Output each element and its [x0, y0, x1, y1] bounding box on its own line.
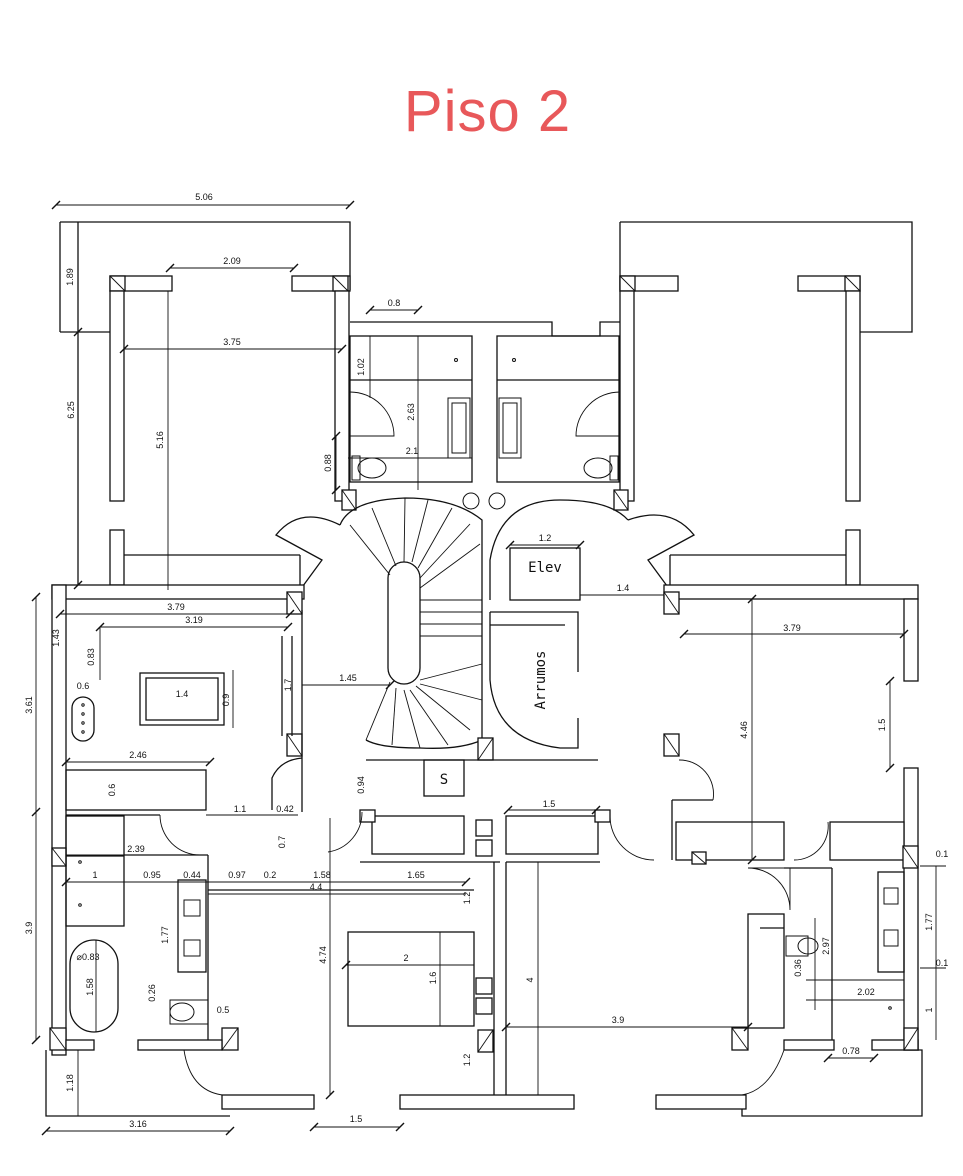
dim-1-b: 1 [924, 1007, 934, 1012]
dim-1.89: 1.89 [65, 268, 75, 286]
dim-0.83: 0.83 [86, 648, 96, 666]
dim-1.45: 1.45 [339, 673, 357, 683]
top-right-room [619, 221, 913, 590]
central-lower [301, 610, 655, 863]
dim-0.6-a: 0.6 [77, 681, 90, 691]
dim-0.5: 0.5 [217, 1005, 230, 1015]
dim-1.2-c: 1.2 [462, 1054, 472, 1067]
dim-0.2: 0.2 [264, 870, 277, 880]
dim-4.4: 4.4 [310, 882, 323, 892]
dim-1.5-right: 1.5 [877, 719, 887, 732]
dim-3.61: 3.61 [24, 696, 34, 714]
dim-1.1: 1.1 [234, 804, 247, 814]
left-middle-room [51, 584, 305, 1056]
dim-3.79-right: 3.79 [783, 623, 801, 633]
dimension-labels: 5.06 1.89 2.09 3.75 6.25 5.16 0.8 1.02 2… [24, 192, 948, 1129]
dim-0.95: 0.95 [143, 870, 161, 880]
dim-1.6: 1.6 [428, 972, 438, 985]
dim-5.16: 5.16 [155, 431, 165, 449]
dim-1.58: 1.58 [313, 870, 331, 880]
dim-1.7: 1.7 [283, 679, 293, 692]
dim-3.75: 3.75 [223, 337, 241, 347]
dim-0.9: 0.9 [221, 694, 231, 707]
dim-1.2-b: 1.2 [462, 892, 472, 905]
dim-2.02: 2.02 [857, 987, 875, 997]
dim-3.9-mid: 3.9 [612, 1015, 625, 1025]
dimension-lines [31, 200, 946, 1136]
dim-1.4-top: 1.4 [617, 583, 630, 593]
staircase [339, 497, 494, 761]
right-middle-room [663, 584, 919, 1051]
dim-1.2-elevator: 1.2 [539, 533, 552, 543]
shaft-label: S [440, 772, 448, 788]
dim-1.4-table: 1.4 [176, 689, 189, 699]
dim-diameter-0.83: ⌀0.83 [77, 952, 100, 962]
storage-label: Arrumos [533, 650, 549, 709]
dim-1.77-left: 1.77 [160, 926, 170, 944]
top-left-room [59, 221, 351, 590]
dim-2.46: 2.46 [129, 750, 147, 760]
dim-6.25: 6.25 [66, 401, 76, 419]
dim-0.94: 0.94 [356, 776, 366, 794]
top-bathrooms [341, 321, 629, 511]
dim-0.7: 0.7 [277, 836, 287, 849]
dim-1.43: 1.43 [51, 629, 61, 647]
dim-0.88: 0.88 [323, 454, 333, 472]
bottom-middle-bedroom [183, 862, 575, 1110]
lobby-curves [275, 514, 695, 591]
dim-1.02: 1.02 [356, 358, 366, 376]
dim-0.1-b: 0.1 [936, 958, 949, 968]
dim-2.09: 2.09 [223, 256, 241, 266]
dim-2: 2 [403, 953, 408, 963]
dim-0.8: 0.8 [388, 298, 401, 308]
dim-5.06: 5.06 [195, 192, 213, 202]
dim-4.46: 4.46 [739, 721, 749, 739]
dim-0.36: 0.36 [793, 959, 803, 977]
dim-0.6-b: 0.6 [107, 784, 117, 797]
dim-1.77-right: 1.77 [924, 913, 934, 931]
dim-1.18: 1.18 [65, 1074, 75, 1092]
dim-1.58-tub: 1.58 [85, 978, 95, 996]
dim-0.97: 0.97 [228, 870, 246, 880]
dim-0.1-a: 0.1 [936, 849, 949, 859]
elevator-label: Elev [528, 560, 562, 576]
dim-4.74: 4.74 [318, 946, 328, 964]
bottom-right-bedroom [45, 867, 923, 1117]
plan-title: Piso 2 [403, 79, 572, 144]
dim-1-a: 1 [92, 870, 97, 880]
dim-2.39: 2.39 [127, 844, 145, 854]
dim-3.19: 3.19 [185, 615, 203, 625]
dim-1.65: 1.65 [407, 870, 425, 880]
dim-0.26: 0.26 [147, 984, 157, 1002]
dim-1.5-mid: 1.5 [543, 799, 556, 809]
dim-0.78: 0.78 [842, 1046, 860, 1056]
dim-3.9-left: 3.9 [24, 922, 34, 935]
dim-2.63: 2.63 [406, 403, 416, 421]
dim-2.97: 2.97 [821, 937, 831, 955]
dim-0.44: 0.44 [183, 870, 201, 880]
dim-1.5-bottom: 1.5 [350, 1114, 363, 1124]
dim-2.1: 2.1 [406, 446, 419, 456]
dim-3.16: 3.16 [129, 1119, 147, 1129]
elevator-storage: Elev Arrumos S [366, 499, 629, 797]
dim-0.42: 0.42 [276, 804, 294, 814]
dim-3.79-left: 3.79 [167, 602, 185, 612]
dim-4: 4 [525, 977, 535, 982]
